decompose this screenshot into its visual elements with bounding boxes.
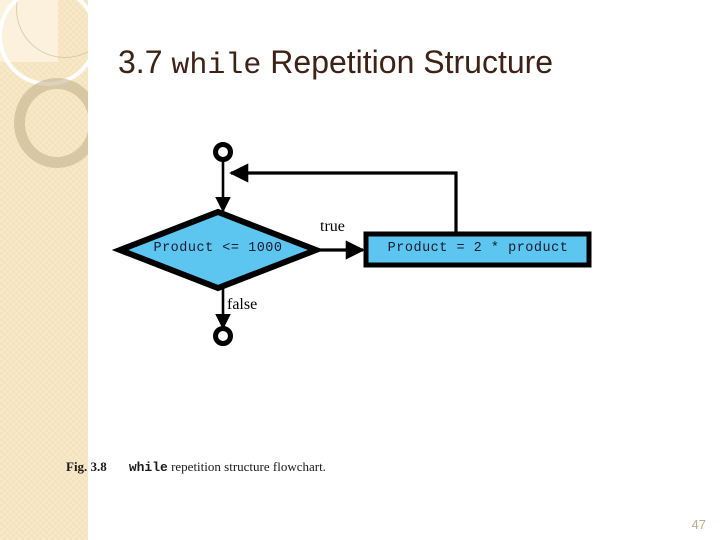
page-number: 47 <box>691 517 706 532</box>
figure-caption: Fig. 3.8 while repetition structure flowc… <box>66 459 326 475</box>
title-suffix: Repetition Structure <box>261 44 554 80</box>
edge-process-to-start-loop <box>229 163 458 233</box>
decision-node-text: Product <= 1000 <box>153 241 283 256</box>
caption-rest: repetition structure flowchart. <box>167 459 326 474</box>
caption-keyword: while <box>128 460 168 475</box>
edge-label-true: true <box>320 218 345 235</box>
decorative-tan-ring <box>14 78 88 168</box>
title-prefix: 3.7 <box>118 44 172 80</box>
decorative-sidebar-band <box>0 0 88 540</box>
process-node-text: Product = 2 * product <box>387 241 569 256</box>
figure-number: Fig. 3.8 <box>66 459 107 474</box>
page-title: 3.7 while Repetition Structure <box>118 42 708 86</box>
end-connector-icon <box>213 326 233 346</box>
edge-label-false: false <box>227 296 258 313</box>
process-rectangle-shape <box>363 231 592 268</box>
start-connector-icon <box>213 142 233 162</box>
title-keyword: while <box>171 49 262 83</box>
